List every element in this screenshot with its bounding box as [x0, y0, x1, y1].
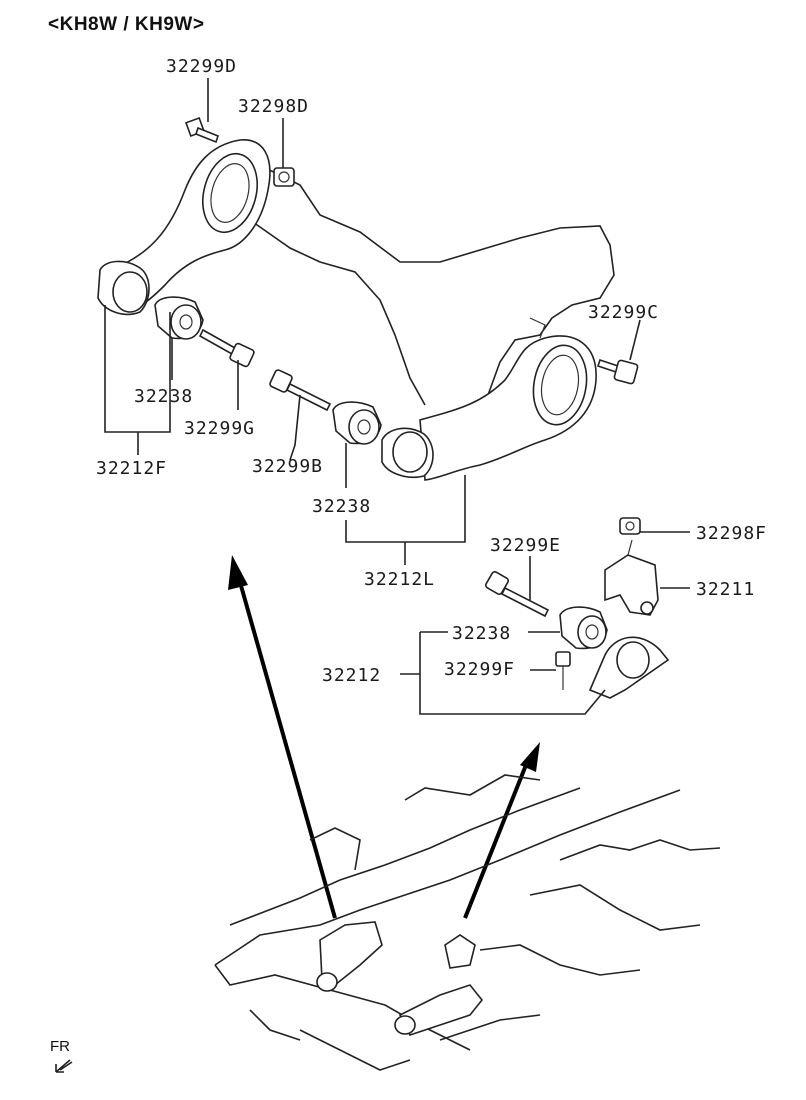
front-direction-icon — [55, 1059, 73, 1073]
label-32238-mid: 32238 — [312, 496, 371, 517]
label-32298D: 32298D — [238, 96, 309, 117]
label-32212L: 32212L — [364, 569, 435, 590]
label-32299G: 32299G — [184, 418, 255, 439]
vehicle-frame — [214, 774, 721, 1071]
nut-32298D — [273, 167, 295, 187]
label-32299C: 32299C — [588, 302, 659, 323]
bolt-32299D — [185, 117, 219, 144]
label-32299E: 32299E — [490, 535, 561, 556]
bolt-32299B — [269, 369, 332, 412]
member-32212 — [588, 636, 670, 699]
bushing-32238-left — [154, 296, 204, 340]
label-32299D: 32299D — [166, 56, 237, 77]
label-32299B: 32299B — [252, 456, 323, 477]
bolt-32299G — [198, 328, 255, 368]
member-left-32212F — [97, 139, 271, 316]
label-32211: 32211 — [696, 579, 755, 600]
front-label: FR — [50, 1038, 70, 1055]
label-32212F: 32212F — [96, 458, 167, 479]
label-32212: 32212 — [322, 665, 381, 686]
leader-lines — [104, 78, 690, 715]
differential-housing — [244, 157, 615, 416]
bushing-32238-mid — [332, 401, 382, 445]
label-32238-right: 32238 — [452, 623, 511, 644]
nut-32298F — [619, 517, 641, 535]
reference-arrow-left — [228, 555, 337, 919]
bracket-32211 — [604, 539, 659, 616]
reference-arrow-right — [463, 742, 540, 919]
bolt-32299C — [596, 358, 639, 385]
label-32298F: 32298F — [696, 523, 767, 544]
bolt-32299F — [555, 651, 571, 690]
member-right-32212L — [381, 335, 597, 481]
label-32299F: 32299F — [444, 659, 515, 680]
diagram-title: <KH8W / KH9W> — [48, 14, 205, 35]
label-32238-left: 32238 — [134, 386, 193, 407]
bushing-32238-right — [559, 606, 608, 650]
bolt-32299E — [485, 571, 550, 618]
